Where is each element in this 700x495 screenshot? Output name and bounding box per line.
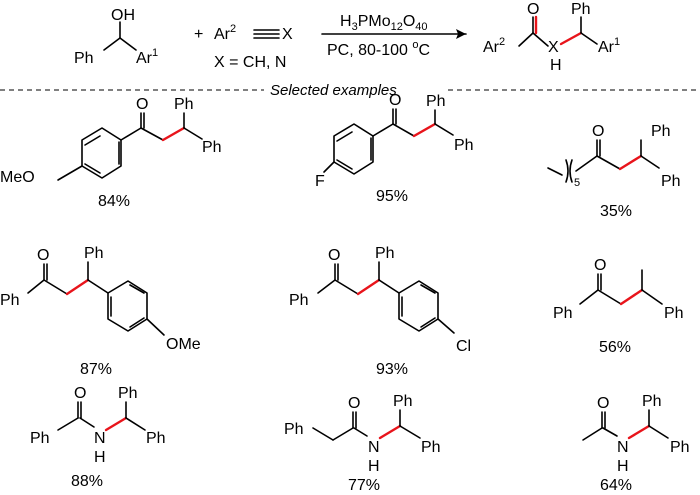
product-aryl2: Ar2 [483, 36, 505, 56]
example-3-yield: 35% [600, 203, 632, 220]
example-7-hydrogen: H [94, 449, 106, 466]
product-oxygen: O [527, 1, 539, 18]
example-3-phenyl-right: Ph [661, 173, 681, 190]
example-4-yield: 87% [80, 361, 112, 378]
example-8-yield: 77% [348, 477, 380, 494]
example-4-phenyl-left: Ph [0, 292, 20, 309]
example-5-yield: 93% [376, 361, 408, 378]
reaction-arrow: H3PMo12O40 PC, 80-100 oC [321, 13, 467, 59]
example-8-phenyl-top: Ph [393, 393, 413, 410]
example-2-phenyl-top: Ph [426, 93, 446, 110]
example-4-substituent: OMe [166, 336, 201, 353]
example-2-phenyl-right: Ph [454, 137, 474, 154]
example-1-yield: 84% [98, 193, 130, 210]
example-2-oxygen: O [389, 92, 401, 109]
reactant-alkyne: Ar2 X X = CH, N [214, 23, 293, 71]
product-x: X [548, 39, 559, 56]
example-4: Ph O Ph OMe 87% [0, 245, 201, 378]
example-7-phenyl-top: Ph [118, 385, 138, 402]
hydroxyl-label: OH [111, 7, 135, 24]
example-6: Ph O Ph 56% [553, 257, 684, 356]
example-7-oxygen: O [74, 385, 86, 402]
x-definition: X = CH, N [214, 54, 286, 71]
example-1: MeO O Ph Ph 84% [0, 96, 222, 210]
example-8: Ph O N H Ph Ph 77% [284, 393, 441, 494]
example-5-substituent: Cl [456, 338, 471, 355]
example-1-phenyl-right: Ph [202, 139, 222, 156]
example-6-yield: 56% [599, 339, 631, 356]
example-2: F O Ph Ph 95% [315, 92, 474, 205]
example-8-oxygen: O [348, 395, 360, 412]
product-phenyl: Ph [571, 1, 591, 18]
example-4-oxygen: O [37, 247, 49, 264]
example-8-nitrogen: N [368, 439, 380, 456]
plus-sign: + [194, 26, 203, 43]
example-8-phenyl-left: Ph [284, 421, 304, 438]
example-5-phenyl-left: Ph [289, 292, 309, 309]
example-8-hydrogen: H [368, 458, 380, 475]
example-1-phenyl-top: Ph [174, 96, 194, 113]
example-6-oxygen: O [594, 257, 606, 274]
example-3-oxygen: O [592, 123, 604, 140]
product-aryl1: Ar1 [598, 36, 620, 56]
example-7-yield: 88% [71, 473, 103, 490]
example-6-phenyl-right: Ph [664, 305, 684, 322]
aryl2-label: Ar2 [214, 23, 236, 43]
example-7-phenyl-left: Ph [30, 430, 50, 447]
example-1-substituent: MeO [0, 169, 35, 186]
example-8-phenyl-right: Ph [421, 439, 441, 456]
example-5-oxygen: O [328, 247, 340, 264]
example-9: O N H Ph Ph 64% [582, 393, 690, 494]
solvent-temperature: PC, 80-100 oC [327, 39, 430, 59]
example-9-hydrogen: H [617, 458, 629, 475]
example-7: Ph O N H Ph Ph 88% [30, 385, 166, 490]
example-2-substituent: F [315, 173, 325, 190]
example-6-phenyl-left: Ph [553, 305, 573, 322]
example-2-yield: 95% [376, 188, 408, 205]
example-1-oxygen: O [136, 96, 148, 113]
product-general: Ar2 O X H Ph Ar1 [483, 1, 620, 74]
product-h: H [550, 57, 562, 74]
example-9-oxygen: O [597, 395, 609, 412]
phenyl-label: Ph [74, 50, 94, 67]
aryl1-label: Ar1 [136, 47, 158, 67]
example-9-phenyl-right: Ph [670, 439, 690, 456]
reactant-alcohol: OH Ph Ar1 [74, 7, 158, 67]
example-7-phenyl-right: Ph [146, 430, 166, 447]
example-9-phenyl-top: Ph [642, 393, 662, 410]
example-5: Ph O Ph Cl 93% [289, 245, 471, 378]
example-7-nitrogen: N [94, 430, 106, 447]
x-label: X [282, 26, 293, 43]
example-3-phenyl-top: Ph [651, 123, 671, 140]
example-4-phenyl-top: Ph [84, 245, 104, 262]
example-3-repeat-count: 5 [574, 177, 580, 189]
example-5-phenyl-top: Ph [375, 245, 395, 262]
catalyst-label: H3PMo12O40 [340, 13, 428, 33]
section-title: Selected examples [270, 82, 397, 99]
example-9-yield: 64% [600, 477, 632, 494]
example-3: 5 O Ph Ph 35% [547, 123, 681, 220]
example-9-nitrogen: N [617, 439, 629, 456]
